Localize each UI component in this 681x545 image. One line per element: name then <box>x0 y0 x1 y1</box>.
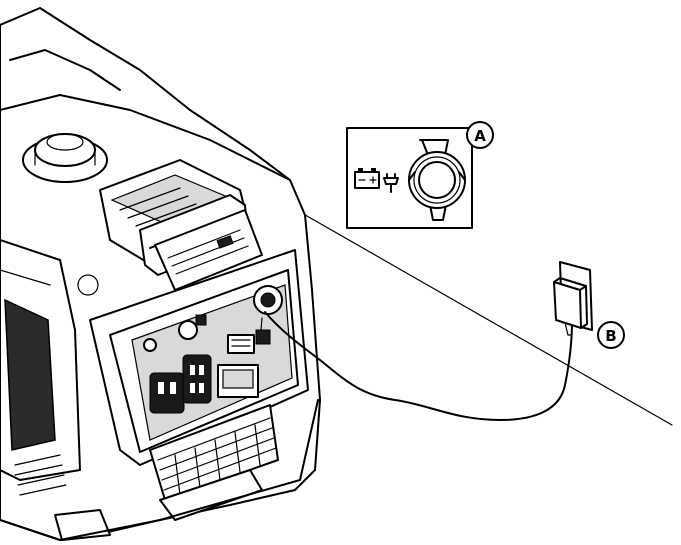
ac-outlet-right <box>182 354 212 404</box>
wall-line <box>299 211 673 426</box>
callout-a: A <box>466 121 494 149</box>
battery-icon <box>354 168 380 189</box>
ac-outlet-left <box>149 372 185 414</box>
inset-detail-box <box>346 127 473 229</box>
wall-charger-icon <box>553 261 593 336</box>
charging-cable <box>264 311 573 421</box>
generator-illustration <box>0 7 321 541</box>
callout-b-label: B <box>605 327 616 345</box>
callout-b: B <box>597 321 625 349</box>
callout-a-label: A <box>474 127 486 145</box>
dc-charging-port-icon <box>408 139 466 221</box>
side-badge <box>4 298 56 451</box>
plug-icon <box>383 173 399 193</box>
